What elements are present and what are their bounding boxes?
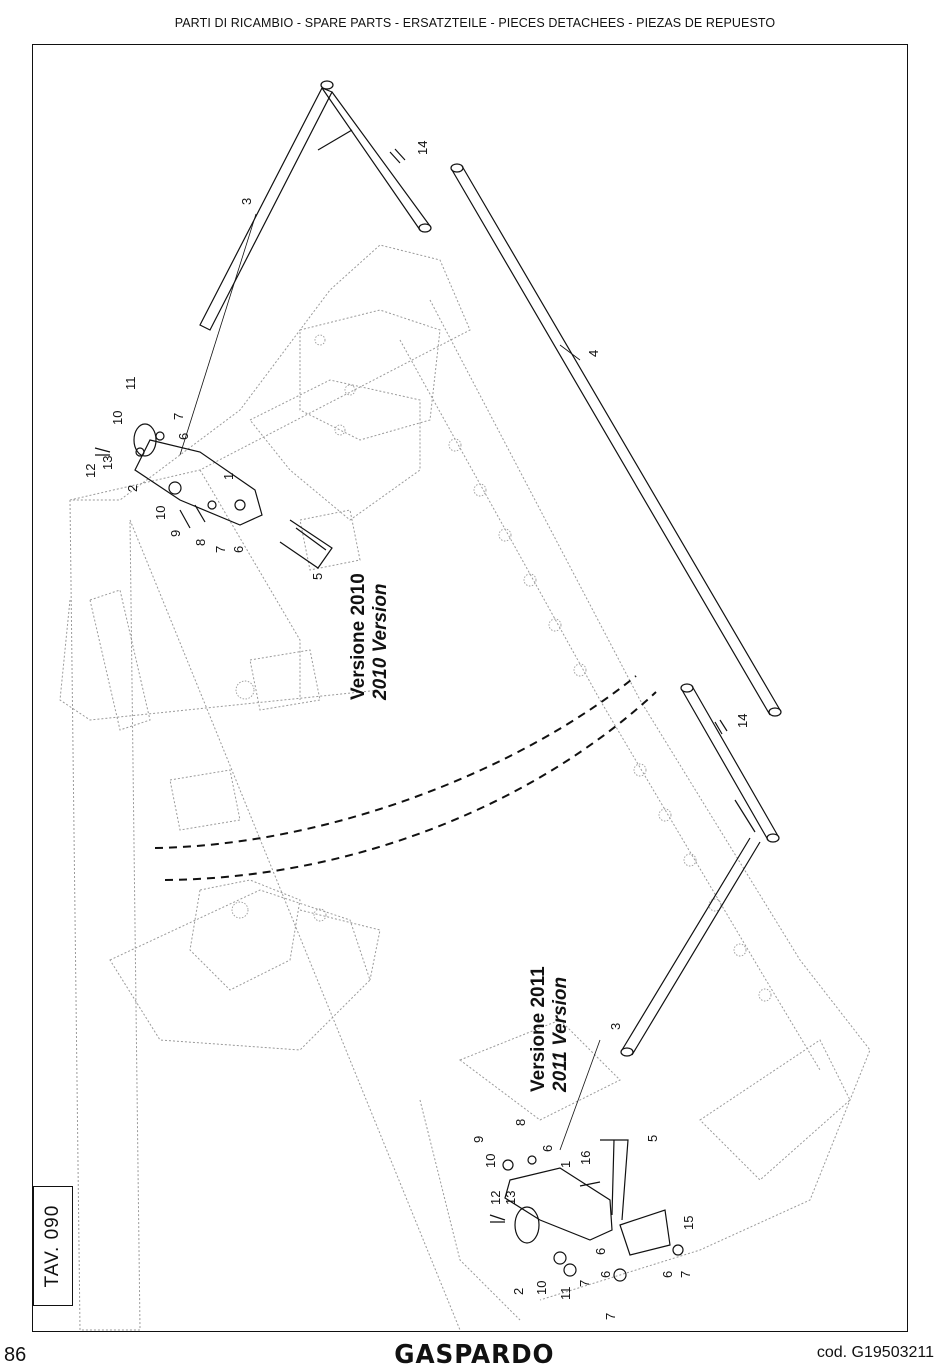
table-id-box	[33, 1186, 73, 1306]
callout: 3	[608, 1023, 623, 1030]
callout: 7	[171, 413, 186, 420]
callout: 11	[123, 377, 138, 391]
version-labels: Versione 2010 2010 Version Versione 2011…	[348, 573, 571, 1093]
callout: 3	[239, 198, 254, 205]
machine-frame-outline	[59, 244, 871, 1331]
callout: 6	[593, 1248, 608, 1255]
callout: 8	[193, 539, 208, 546]
callout: 2	[511, 1288, 526, 1295]
callouts-2010: 11 10 7 6 12 13 2 1 10 9 8 7 6 5 3 14 4	[83, 141, 601, 580]
callout: 14	[735, 714, 750, 728]
callout: 5	[645, 1135, 660, 1142]
callout: 10	[534, 1281, 549, 1295]
table-id: TAV. 090	[42, 1204, 63, 1288]
callouts-2011: 14 3 9 8 6 5 10 1 16 12 13 15 6 2 10 11 …	[471, 714, 750, 1320]
version-2010-line1: Versione 2010	[348, 573, 369, 700]
callout: 4	[586, 350, 601, 357]
callout: 7	[577, 1280, 592, 1287]
callout: 14	[415, 141, 430, 155]
callout: 7	[678, 1271, 693, 1278]
callout: 1	[221, 473, 236, 480]
drawing-frame	[32, 44, 908, 1332]
callout: 6	[176, 433, 191, 440]
callout: 12	[83, 464, 98, 478]
version-separator	[154, 675, 657, 881]
callout: 6	[231, 546, 246, 553]
part-3-tube-2011	[620, 683, 780, 1057]
page-number: 86	[4, 1344, 27, 1366]
version-2011-line1: Versione 2011	[528, 966, 549, 1092]
part-14-pin-2010	[389, 148, 406, 164]
callout: 10	[483, 1154, 498, 1168]
leader-lines	[179, 213, 601, 1151]
callout: 1	[558, 1161, 573, 1168]
callout: 7	[213, 546, 228, 553]
callout: 8	[513, 1119, 528, 1126]
callout: 6	[540, 1145, 555, 1152]
callout: 9	[168, 530, 183, 537]
callout: 15	[681, 1216, 696, 1230]
callout: 7	[603, 1313, 618, 1320]
callout: 5	[310, 573, 325, 580]
part-3-tube-2010	[199, 80, 432, 331]
callout: 16	[578, 1151, 593, 1165]
part-14-pin-2011	[714, 719, 728, 735]
page-header: PARTI DI RICAMBIO - SPARE PARTS - ERSATZ…	[174, 16, 776, 30]
callout: 6	[660, 1271, 675, 1278]
callout: 13	[503, 1191, 518, 1205]
callout: 2	[125, 485, 140, 492]
brand-logo: GASPARDO	[394, 1340, 555, 1370]
bracket-assembly-2010	[94, 423, 333, 569]
callout: 9	[471, 1136, 486, 1143]
version-2010-line2: 2010 Version	[370, 583, 391, 701]
document-code: cod. G19503211	[816, 1344, 934, 1361]
part-4-tube	[450, 163, 782, 717]
callout: 10	[153, 506, 168, 520]
version-2011-line2: 2011 Version	[550, 977, 571, 1093]
callout: 13	[100, 456, 115, 470]
tine-row	[231, 334, 772, 1002]
callout: 6	[598, 1271, 613, 1278]
callout: 11	[558, 1287, 573, 1301]
callout: 12	[488, 1191, 503, 1205]
bracket-assembly-2011	[489, 1139, 684, 1282]
callout: 10	[110, 411, 125, 425]
